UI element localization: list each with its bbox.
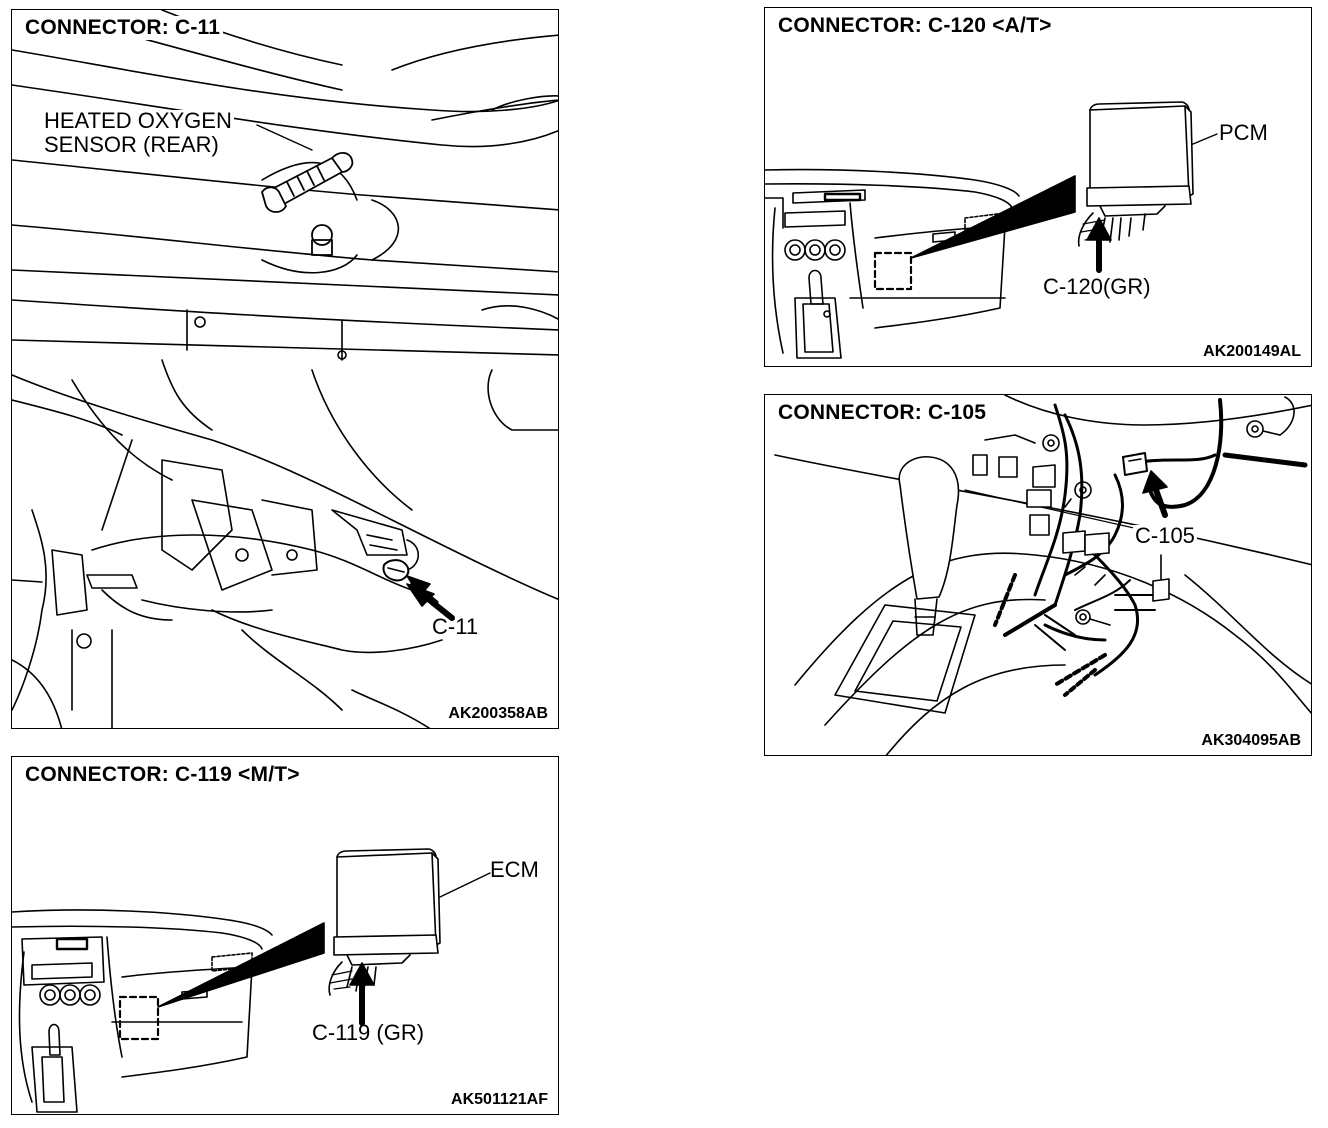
ecm-module-shape <box>329 849 440 995</box>
c119-illustration <box>12 757 559 1115</box>
panel-connector-c11: CONNECTOR: C-11 HEATED OXYGEN SENSOR (RE… <box>11 9 559 729</box>
sensor-label-line2: SENSOR (REAR) <box>42 132 221 157</box>
panel-title-c120: CONNECTOR: C-120 <A/T> <box>775 14 1055 38</box>
ecm-label: ECM <box>490 857 539 882</box>
figure-code-c11: AK200358AB <box>446 705 550 723</box>
connector-c105-shape <box>1123 453 1147 475</box>
panel-title-c11: CONNECTOR: C-11 <box>22 16 224 40</box>
connector-label-c11: C-11 <box>432 614 479 639</box>
c11-illustration <box>12 10 559 729</box>
panel-connector-c120: CONNECTOR: C-120 <A/T> PCM C-120(GR) AK2… <box>764 7 1312 367</box>
connector-label-c105: C-105 <box>1133 523 1197 548</box>
shift-knob-shape <box>899 457 958 635</box>
connector-label-c120: C-120(GR) <box>1043 274 1151 299</box>
pcm-label: PCM <box>1219 120 1268 145</box>
panel-title-c119: CONNECTOR: C-119 <M/T> <box>22 763 303 787</box>
panel-title-c105: CONNECTOR: C-105 <box>775 401 990 425</box>
figure-code-c105: AK304095AB <box>1199 732 1303 750</box>
connector-label-c119: C-119 (GR) <box>312 1020 425 1045</box>
c105-illustration <box>765 395 1312 756</box>
pcm-module-shape <box>1079 102 1193 246</box>
figure-code-c120: AK200149AL <box>1201 343 1303 361</box>
sensor-label-line1: HEATED OXYGEN <box>42 108 234 133</box>
connector-c11-shape <box>383 560 408 580</box>
panel-connector-c119: CONNECTOR: C-119 <M/T> ECM C-119 (GR) AK… <box>11 756 559 1115</box>
oxygen-sensor-shape <box>262 153 352 255</box>
panel-connector-c105: CONNECTOR: C-105 C-105 AK304095AB <box>764 394 1312 756</box>
ground-lug-right <box>1247 397 1294 437</box>
c120-illustration <box>765 8 1312 367</box>
figure-code-c119: AK501121AF <box>449 1091 550 1109</box>
